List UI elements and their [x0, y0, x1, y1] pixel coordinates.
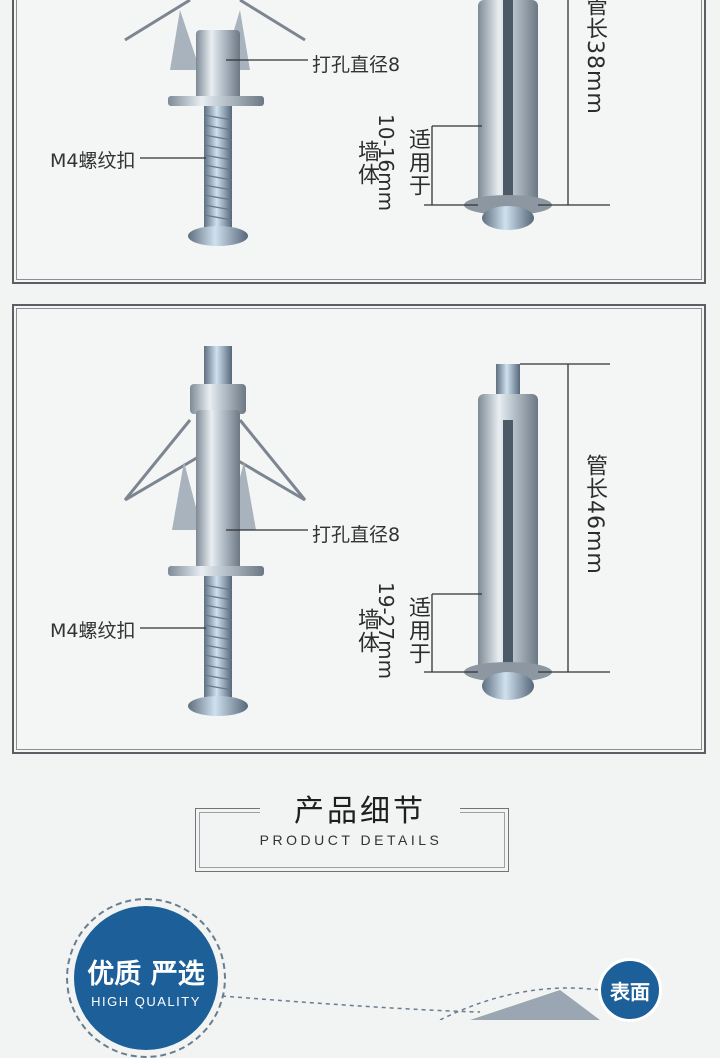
wall-label-a-2: 适用于: [405, 596, 430, 665]
surface-badge: [598, 958, 662, 1022]
section-subtitle: PRODUCT DETAILS: [259, 832, 443, 848]
detail-connector-lines: [221, 987, 601, 1020]
wall-label-a-1: 适用于: [405, 128, 430, 197]
tube-length-label-2: 管长46mm: [582, 454, 607, 575]
wall-thickness-2: 19-27mm: [374, 582, 398, 680]
hole-diameter-label-2: 打孔直径8: [312, 524, 401, 546]
anchor-illustration-2: [123, 346, 610, 716]
section-title: 产品细节: [260, 786, 460, 830]
panel-inner-border: [16, 0, 702, 280]
wall-thickness-1: 10-16mm: [374, 114, 398, 212]
thread-label-1: M4螺纹扣: [50, 150, 136, 172]
wall-label-c-2: 墙体: [354, 608, 379, 654]
hole-diameter-label-1: 打孔直径8: [312, 54, 401, 76]
anchor-illustration-1: [124, 0, 610, 246]
quality-badge-subtitle: HIGH QUALITY: [91, 994, 201, 1009]
quality-badge-title: 优质 严选: [87, 959, 205, 990]
panel-inner-border: [16, 308, 702, 750]
product-panel-38mm: [12, 0, 706, 284]
product-panel-46mm: [12, 304, 706, 754]
surface-badge-label: 表面: [610, 980, 650, 1004]
thread-label-2: M4螺纹扣: [50, 620, 136, 642]
wall-label-c-1: 墙体: [354, 140, 379, 186]
tube-length-label-1: 管长38mm: [582, 0, 607, 115]
